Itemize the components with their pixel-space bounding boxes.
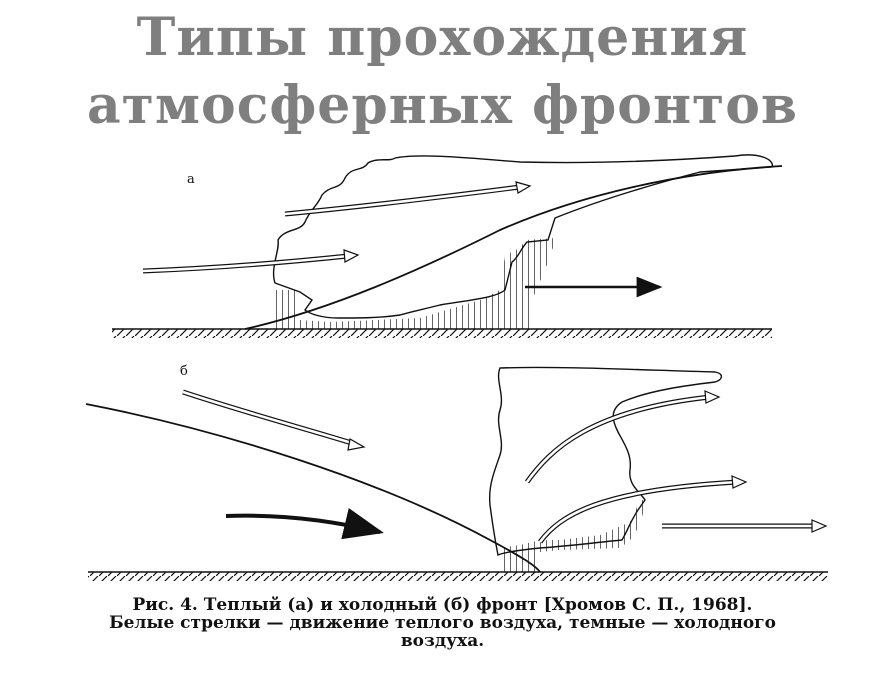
ground-b xyxy=(88,572,828,581)
warm-air-arrow-b1 xyxy=(182,389,366,451)
caption-line-3: воздуха. xyxy=(400,631,485,651)
warm-air-arrow-b4 xyxy=(662,519,828,533)
panel-a-label: а xyxy=(187,172,195,187)
warm-front-cloud xyxy=(272,154,773,319)
panel-b-cold-front xyxy=(85,366,828,581)
title-line-2: атмосферных фронтов xyxy=(86,75,799,136)
panel-b-label: б xyxy=(180,364,188,379)
cold-frontal-surface xyxy=(85,403,541,573)
warm-air-arrow-b3 xyxy=(537,475,748,544)
cold-air-arrow-b xyxy=(225,508,384,540)
warm-air-arrow-a1 xyxy=(284,181,532,217)
ground-a xyxy=(112,329,772,338)
cold-front-cloud xyxy=(488,366,723,556)
warm-air-arrow-a2 xyxy=(142,249,360,274)
panel-a-warm-front xyxy=(112,154,783,338)
caption-line-2: Белые стрелки — движение теплого воздуха… xyxy=(109,613,776,633)
caption-line-1: Рис. 4. Теплый (а) и холодный (б) фронт … xyxy=(132,595,753,615)
title-line-1: Типы прохождения xyxy=(136,7,749,68)
warm-frontal-surface xyxy=(244,165,783,330)
warm-air-arrow-b2 xyxy=(524,390,721,484)
precipitation-a xyxy=(272,238,556,329)
precipitation-b xyxy=(500,500,646,572)
